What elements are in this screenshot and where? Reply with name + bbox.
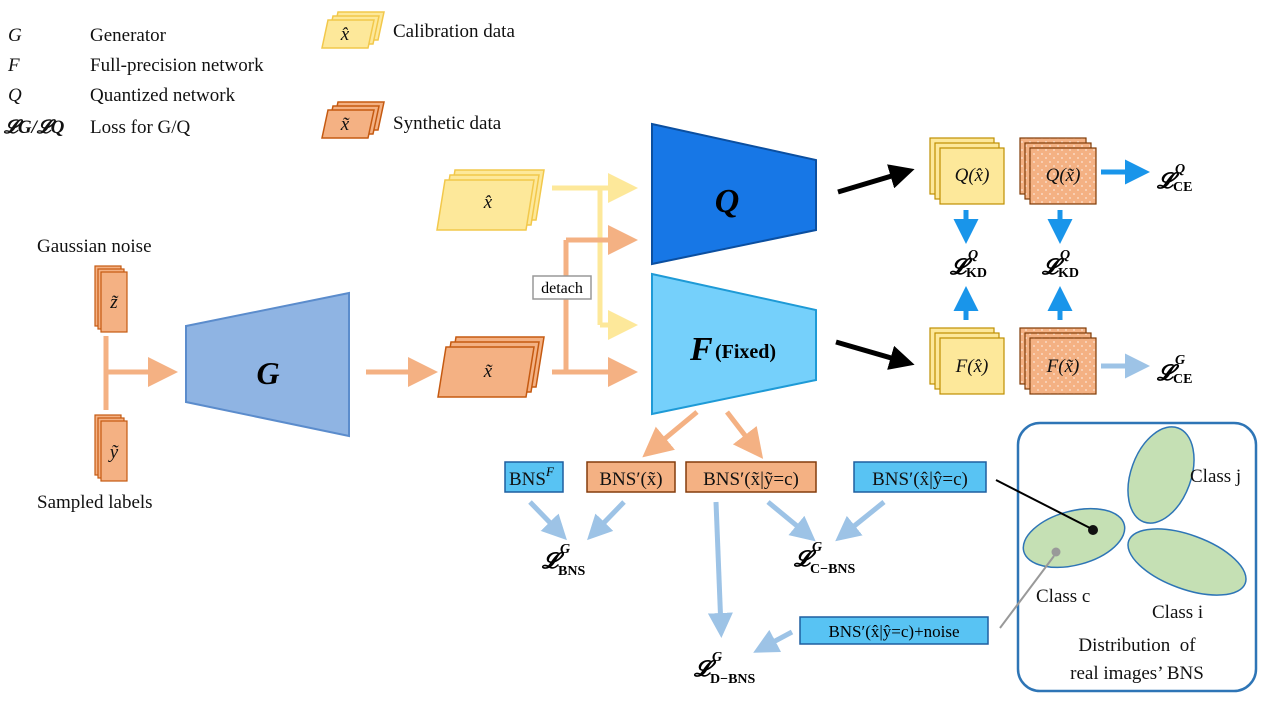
q-calib-output-label: Q(x̂) bbox=[955, 165, 990, 186]
class-i-label: Class i bbox=[1152, 602, 1203, 623]
legend-desc-f: Full-precision network bbox=[90, 55, 264, 76]
bns-real-noise-box: BNS′(x̂|ŷ=c)+noise bbox=[799, 616, 989, 645]
f-synth-output-label: F(x̃) bbox=[1046, 356, 1080, 377]
q-synth-output-label: Q(x̃) bbox=[1046, 165, 1081, 186]
calibration-data-icon: x̂ bbox=[321, 11, 385, 49]
full-precision-network-block bbox=[651, 272, 817, 416]
labels-symbol: ỹ bbox=[108, 442, 119, 463]
loss-d-bns-g: 𝓛 G D−BNS bbox=[693, 650, 756, 687]
legend-desc-q: Quantized network bbox=[90, 85, 236, 106]
legend-symbol-q: Q bbox=[8, 85, 22, 106]
svg-text:G: G bbox=[812, 540, 822, 555]
legend-desc-g: Generator bbox=[90, 25, 167, 46]
legend-symbol-g: G bbox=[8, 25, 22, 46]
svg-text:KD: KD bbox=[966, 266, 987, 281]
calibration-stack-symbol: x̂ bbox=[483, 192, 493, 213]
svg-text:G: G bbox=[560, 542, 570, 557]
legend-symbol-loss: 𝓛G/𝓛Q bbox=[3, 117, 65, 138]
data-routing-arrows bbox=[552, 173, 638, 387]
class-c-noise-dot bbox=[1051, 547, 1061, 557]
class-j-label: Class j bbox=[1190, 466, 1241, 487]
quantized-network-block bbox=[651, 122, 817, 266]
loss-c-bns-g: 𝓛 G C−BNS bbox=[793, 540, 856, 577]
noise-stack: z̃ bbox=[94, 265, 128, 333]
loss-kd-q-right: 𝓛 Q KD bbox=[1041, 248, 1079, 281]
synthetic-data-stack: x̃ bbox=[437, 336, 545, 398]
f-to-bns-arrows bbox=[642, 410, 764, 459]
svg-text:KD: KD bbox=[1058, 266, 1079, 281]
svg-text:Q: Q bbox=[1060, 248, 1070, 263]
distribution-caption-2: real images’ BNS bbox=[1070, 663, 1204, 684]
svg-text:BNS: BNS bbox=[509, 469, 546, 490]
svg-text:Q: Q bbox=[1175, 162, 1185, 177]
bns-synth-cond-box: BNS′(x̃|ỹ=c) bbox=[685, 461, 817, 493]
svg-text:CE: CE bbox=[1173, 180, 1192, 195]
class-j-ellipse bbox=[1127, 426, 1195, 524]
class-c-ellipse bbox=[1022, 507, 1126, 569]
f-calib-output-label: F(x̂) bbox=[955, 356, 989, 377]
synthetic-legend-label: Synthetic data bbox=[393, 113, 502, 134]
loss-kd-q-left: 𝓛 Q KD bbox=[949, 248, 987, 281]
calibration-data-stack: x̂ bbox=[436, 169, 545, 231]
quantized-network-label: Q bbox=[715, 183, 740, 220]
class-c-label: Class c bbox=[1036, 586, 1090, 607]
svg-text:C−BNS: C−BNS bbox=[810, 562, 856, 577]
svg-text:BNS: BNS bbox=[558, 564, 585, 579]
f-calib-output-stack: F(x̂) bbox=[929, 327, 1005, 395]
labels-stack: ỹ bbox=[94, 414, 128, 482]
svg-text:G: G bbox=[1175, 353, 1185, 368]
class-i-ellipse bbox=[1127, 528, 1247, 596]
loss-ce-q: 𝓛 Q CE bbox=[1156, 162, 1192, 195]
input-merge-arrow bbox=[103, 336, 178, 410]
svg-text:BNS′(x̃): BNS′(x̃) bbox=[599, 469, 662, 490]
svg-text:G: G bbox=[712, 650, 722, 665]
q-synth-output-stack: Q(x̃) bbox=[1019, 137, 1097, 205]
bns-synth-box: BNS′(x̃) bbox=[586, 461, 676, 493]
synthetic-symbol: x̃ bbox=[340, 114, 350, 135]
distribution-caption-1: Distribution of bbox=[1078, 635, 1196, 656]
svg-text:BNS′(x̂|ŷ=c)+noise: BNS′(x̂|ŷ=c)+noise bbox=[828, 622, 959, 641]
loss-ce-g: 𝓛 G CE bbox=[1156, 353, 1192, 387]
real-noise-connector bbox=[999, 555, 1055, 629]
class-c-mean-dot bbox=[1088, 525, 1098, 535]
full-precision-fixed-label: (Fixed) bbox=[715, 341, 776, 363]
noise-symbol: z̃ bbox=[109, 292, 119, 313]
bns-real-cond-box: BNS′(x̂|ŷ=c) bbox=[853, 461, 987, 493]
bns-f-box: BNS F bbox=[504, 461, 564, 493]
svg-text:CE: CE bbox=[1173, 372, 1192, 387]
detach-tag: detach bbox=[532, 275, 592, 300]
f-output-arrow bbox=[835, 339, 915, 370]
generator-label: G bbox=[256, 355, 279, 391]
legend: G Generator F Full-precision network Q Q… bbox=[3, 11, 515, 139]
legend-symbol-f: F bbox=[7, 55, 20, 76]
loss-arrows bbox=[953, 159, 1150, 379]
svg-text:BNS′(x̂|ŷ=c): BNS′(x̂|ŷ=c) bbox=[872, 469, 968, 490]
calibration-legend-label: Calibration data bbox=[393, 21, 515, 42]
detach-label: detach bbox=[541, 280, 583, 297]
svg-text:D−BNS: D−BNS bbox=[710, 672, 756, 687]
svg-text:Q: Q bbox=[968, 248, 978, 263]
calibration-symbol: x̂ bbox=[340, 24, 350, 45]
synthetic-data-icon: x̃ bbox=[321, 101, 385, 139]
generator-block bbox=[185, 291, 350, 438]
gaussian-noise-label: Gaussian noise bbox=[37, 236, 152, 257]
svg-text:BNS′(x̃|ỹ=c): BNS′(x̃|ỹ=c) bbox=[703, 469, 799, 490]
bns-loss-arrows bbox=[528, 500, 886, 653]
loss-bns-g: 𝓛 G BNS bbox=[541, 542, 585, 579]
f-synth-output-stack: F(x̃) bbox=[1019, 327, 1097, 395]
sampled-labels-label: Sampled labels bbox=[37, 492, 153, 513]
q-output-arrow bbox=[837, 164, 915, 195]
synthetic-stack-symbol: x̃ bbox=[483, 361, 493, 382]
svg-text:F: F bbox=[545, 464, 555, 479]
q-calib-output-stack: Q(x̂) bbox=[929, 137, 1005, 205]
legend-desc-loss: Loss for G/Q bbox=[90, 117, 191, 138]
full-precision-network-label: F bbox=[689, 331, 713, 368]
real-cond-connector bbox=[995, 479, 1091, 529]
